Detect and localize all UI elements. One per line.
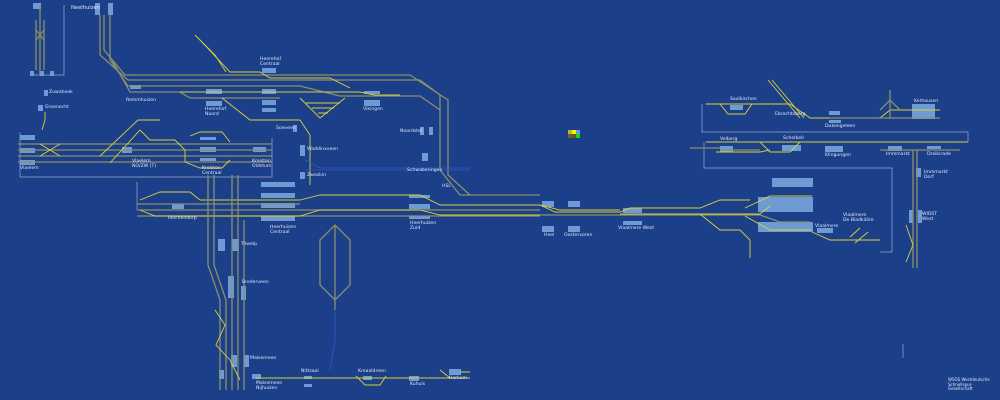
station-groenecht: Groenecht	[45, 105, 69, 110]
station-harkum: Harkum	[449, 376, 468, 381]
platforms	[20, 3, 941, 387]
station-vlaalmere-west: Vlaalmere West	[618, 226, 654, 231]
station-tilwelp: Tilwelp	[241, 242, 257, 247]
station-kerhousen: Kerhousen	[914, 99, 939, 104]
station-hsl: HSL	[442, 184, 451, 189]
station-reichendorp: Reichendorp	[168, 216, 197, 221]
station-immmarkt-dorf: Immmarkt Dorf	[924, 170, 948, 181]
station-waddinxveen: Waddinxveen	[307, 147, 339, 152]
station-vlaelem-nozw: Vlaelem NO/ZW (T)	[132, 159, 157, 170]
station-zwezkin: Zwezkin	[307, 173, 326, 178]
station-vlaalmere: Vlaalmere	[815, 224, 839, 229]
station-brederveen: Brederveen	[242, 280, 269, 285]
station-malsemeen: Malsemeen	[250, 356, 277, 361]
station-kuhuis: Kuhuis	[410, 382, 426, 387]
station-oostervoren: Oostervoren	[564, 233, 593, 238]
station-klingungen: Klingungen	[825, 153, 851, 158]
station-ebrechtsberg: Ebrechtsberg	[775, 112, 806, 117]
station-heerhuizen-zuid: Heerhuizen Zuid	[410, 221, 437, 232]
station-zuwahoek: Zuwahoek	[49, 90, 73, 95]
station-heerhuizen-centraal: Heerhuizen Centraal	[270, 225, 297, 236]
station-heerehof-noord: Heerehof Noord	[205, 107, 227, 118]
station-schwaberingen: Schwaberingen	[407, 168, 443, 173]
frame-lines	[19, 5, 969, 358]
station-krelsten-centraal: Krelsten Centraal	[202, 166, 222, 177]
station-schelbell: Schelbell	[783, 136, 804, 141]
station-heerehof-centraal: Heerehof Centraal	[260, 57, 282, 68]
station-malsemeen-nijhuizen: Malsemeen Nijhuizen	[256, 381, 283, 392]
station-dukengeleen: Dukengeleen	[825, 124, 856, 129]
footer-credit: WSOS Westdeutsche Schnellspur- Gesellsch…	[948, 377, 990, 392]
station-soeveen: Soeveen	[276, 126, 296, 131]
station-immmarkt: Immmarkt	[886, 152, 910, 157]
station-neelhuizen: Neelhuizen	[71, 5, 100, 11]
station-remmhuizen: Remmhuizen	[126, 98, 157, 103]
station-vlaalmere-db: Vlaalmere De Bladkilöre	[843, 213, 874, 224]
station-heel: Heel	[544, 233, 555, 238]
station-krelsten-oldstum: Krelsten Oldstum	[252, 159, 272, 170]
station-dreikirade: Dreikirade	[927, 152, 951, 157]
color-swatches	[568, 130, 580, 138]
station-kreaaldreen: Kreaaldreen	[358, 369, 386, 374]
station-saalkirchen: Saalkirchen	[730, 97, 757, 102]
station-vlaelem: Vlaelem	[20, 166, 39, 171]
station-velberg: Velberg	[720, 137, 738, 142]
station-nittzaal: Nittzaal	[301, 369, 319, 374]
station-vikingen: Vikingen	[363, 107, 383, 112]
station-widst-west: WIDST West	[922, 212, 938, 223]
tracks	[18, 5, 968, 390]
station-noordstel: Noordstel	[400, 129, 423, 134]
